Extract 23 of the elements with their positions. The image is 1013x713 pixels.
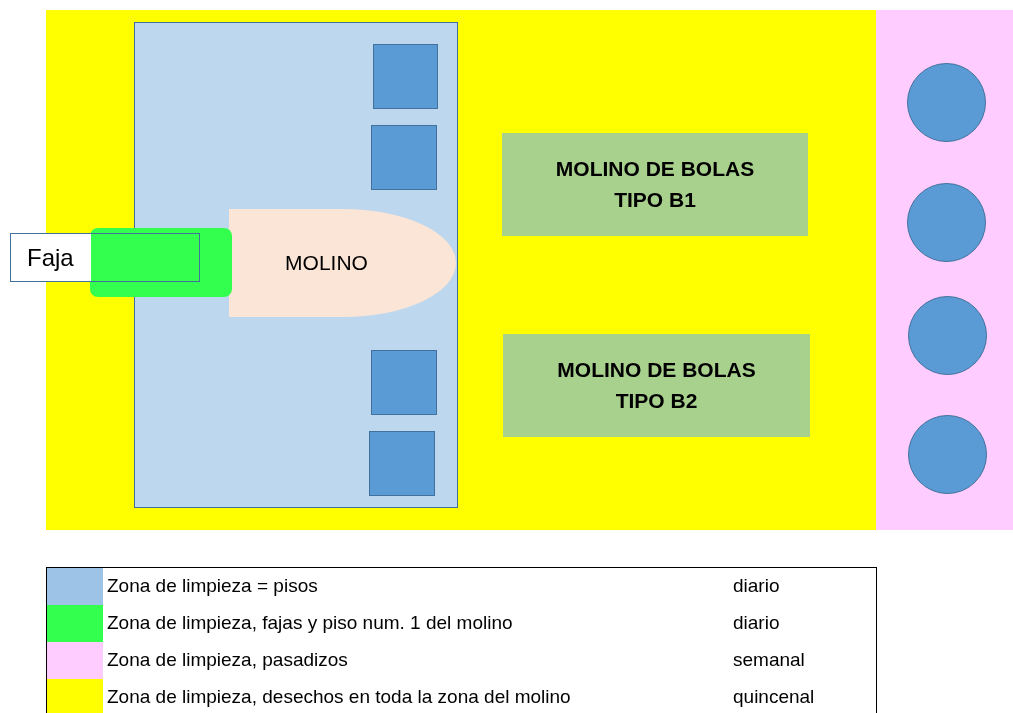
legend-text: Zona de limpieza, fajas y piso num. 1 del molino — [107, 611, 514, 636]
ball-mill-box — [503, 334, 810, 437]
square-block — [371, 350, 437, 415]
node-label: MOLINO DE BOLAS TIPO B2 — [556, 357, 757, 414]
square-block — [373, 44, 438, 109]
square-block — [369, 431, 435, 496]
zone-area — [134, 22, 458, 508]
node-label: MOLINO — [285, 250, 368, 277]
zone-area — [876, 10, 1013, 530]
frequency-text: quincenal — [733, 685, 815, 710]
ball-mill-box — [502, 133, 808, 236]
frequency-text: diario — [733, 611, 780, 636]
square-block — [371, 125, 437, 190]
node-label: Faja — [27, 242, 74, 273]
mill-shape — [229, 209, 456, 317]
belt-bar — [90, 228, 232, 297]
legend-text: Zona de limpieza = pisos — [107, 574, 319, 599]
frequency-text: semanal — [733, 648, 805, 673]
node-label: MOLINO DE BOLAS TIPO B1 — [554, 156, 756, 213]
belt-label-box — [10, 233, 200, 282]
legend-text: Zona de limpieza, desechos en toda la zona del molino — [107, 685, 572, 710]
frequency-text: diario — [733, 574, 780, 599]
legend-text: Zona de limpieza, pasadizos — [107, 648, 349, 673]
